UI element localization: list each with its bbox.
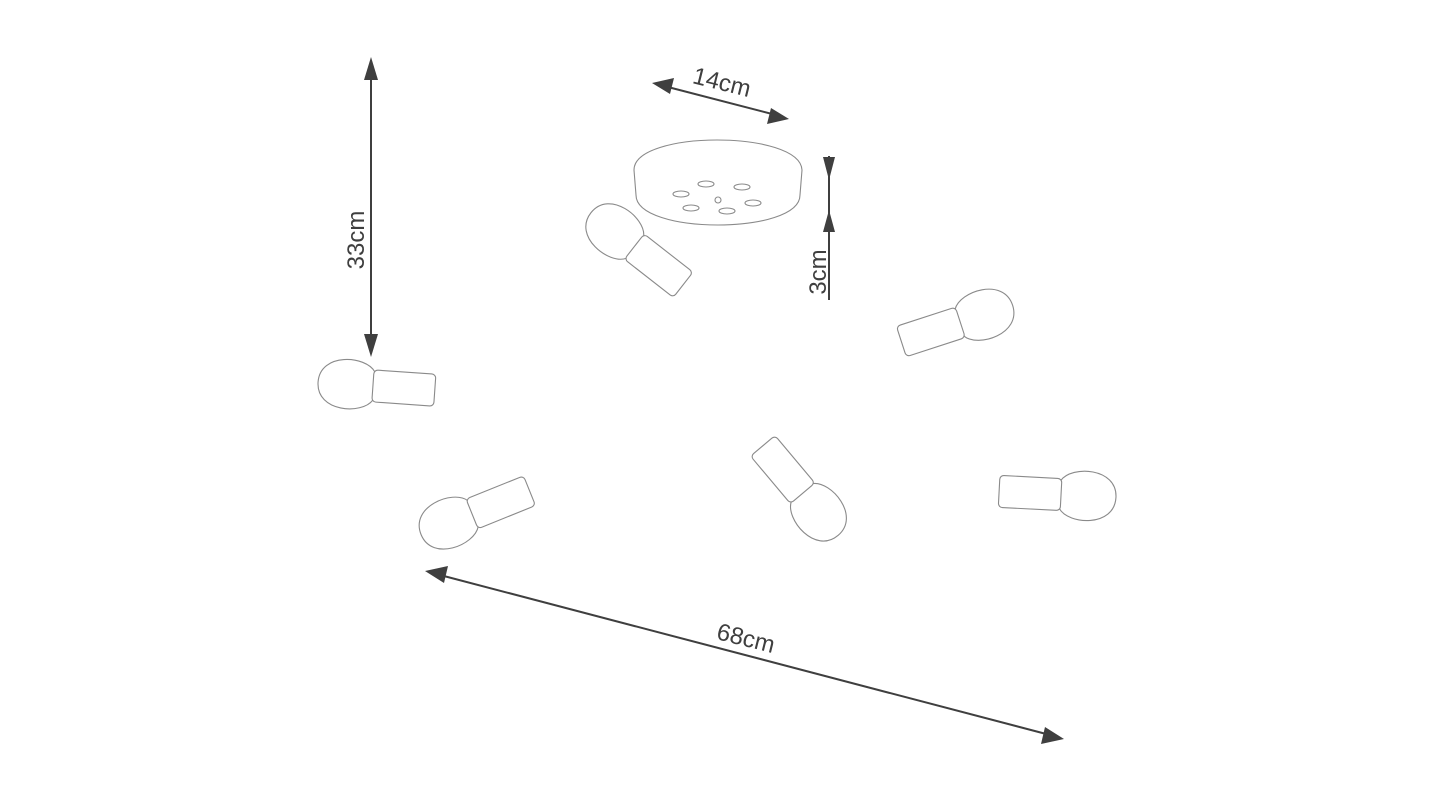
dimension-height: 33cm (343, 57, 378, 357)
dimension-width-label: 68cm (714, 619, 777, 659)
dimension-canopy-height-label: 3cm (805, 249, 832, 294)
dimension-canopy-diameter: 14cm (652, 63, 789, 124)
bulb-upper-right (893, 281, 1021, 366)
bulb-far-right (997, 466, 1118, 523)
dimension-width: 68cm (425, 566, 1064, 744)
bulb-lower-left (411, 467, 540, 558)
lamp-canopy (633, 139, 803, 226)
bulb-far-left (315, 356, 438, 416)
dimension-canopy-height: 3cm (805, 156, 835, 300)
lamp-bulbs (315, 192, 1118, 558)
dimension-height-label: 33cm (343, 211, 370, 270)
dimension-canopy-diameter-label: 14cm (690, 63, 753, 103)
bulb-lower-center (743, 429, 858, 552)
